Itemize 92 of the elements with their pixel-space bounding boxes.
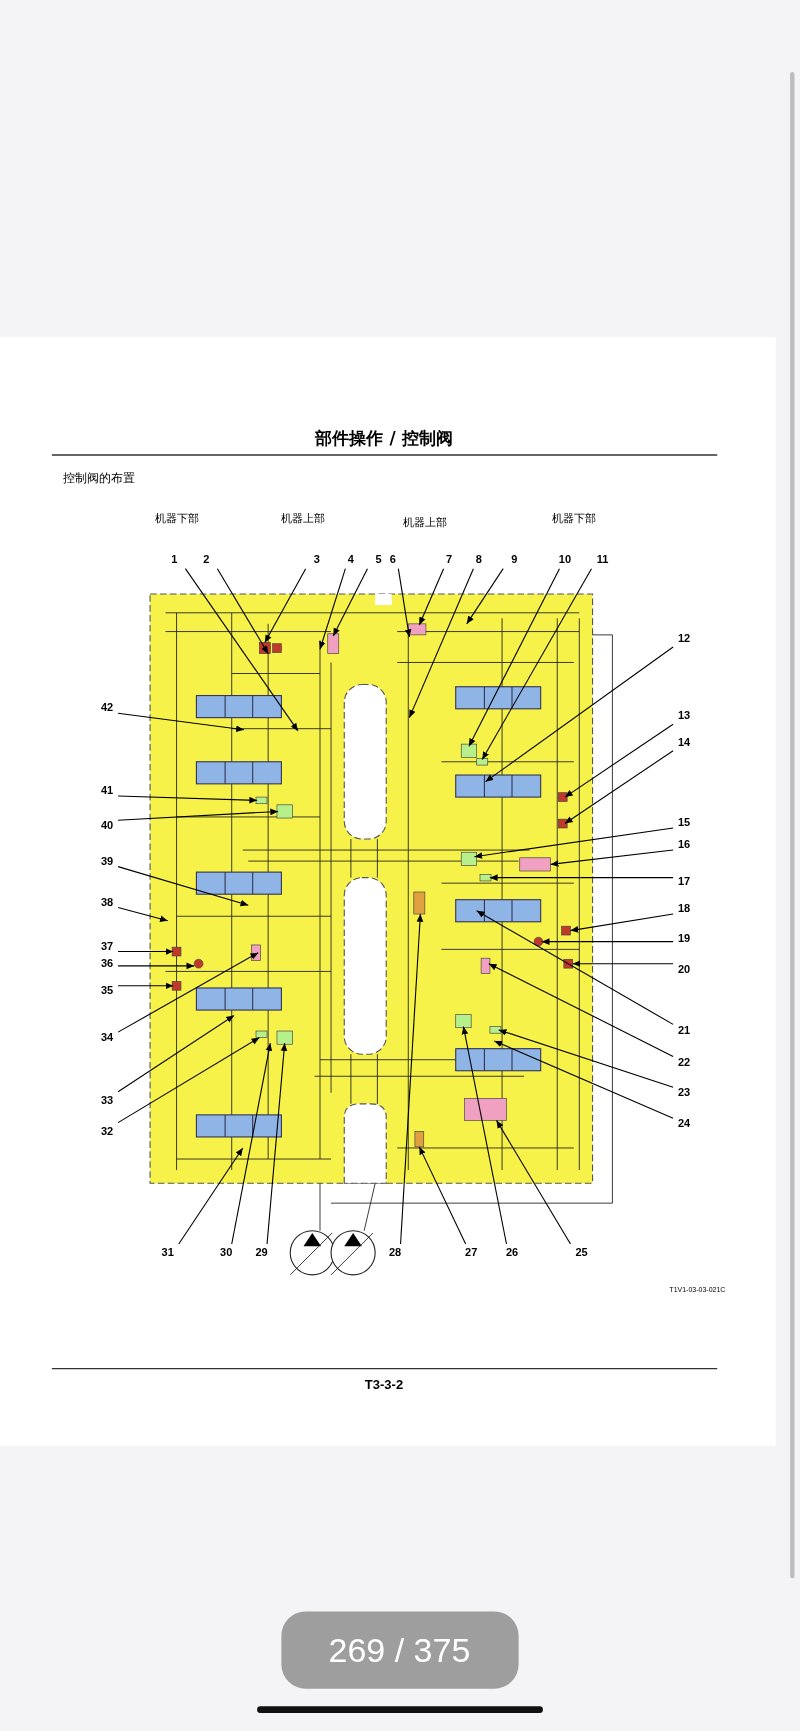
page-indicator: 269 / 375	[328, 1632, 471, 1667]
callout-number: 35	[100, 984, 114, 996]
callout-number: 16	[678, 838, 691, 850]
leader-line	[541, 938, 674, 945]
callout-number: 40	[100, 819, 114, 831]
callout-number: 4	[347, 553, 354, 565]
callout-number: 1	[171, 553, 178, 565]
callout-number: 14	[678, 736, 691, 747]
leader-line	[496, 1119, 572, 1245]
callout-number: 30	[220, 1246, 233, 1258]
callout-number: 21	[678, 1024, 691, 1035]
callout-number: 9	[511, 553, 518, 565]
callout-number: 26	[505, 1246, 519, 1258]
leader-line	[488, 963, 674, 1057]
callout-number: 31	[161, 1246, 174, 1258]
leader-line	[481, 568, 592, 761]
leader-line	[408, 568, 474, 719]
callout-number: 19	[678, 932, 691, 944]
callout-number: 37	[100, 940, 114, 952]
leader-line	[332, 568, 368, 637]
callout-number: 11	[596, 553, 609, 565]
callout-number: 38	[100, 896, 114, 907]
callout-number: 10	[558, 553, 572, 565]
callout-number: 24	[678, 1117, 691, 1129]
callout-number: 17	[678, 875, 691, 887]
leader-line	[117, 712, 245, 733]
leader-line	[418, 568, 445, 626]
leader-line	[264, 568, 307, 644]
callout-number: 28	[388, 1246, 402, 1258]
callout-number: 22	[678, 1056, 691, 1067]
leader-line	[117, 952, 259, 1033]
leader-line	[550, 849, 674, 867]
callout-number: 29	[255, 1246, 268, 1258]
leader-line	[117, 948, 174, 955]
leader-line	[400, 913, 424, 1245]
leader-line	[266, 1042, 288, 1245]
leader-line	[468, 568, 560, 747]
leader-line	[418, 1146, 467, 1245]
leader-line	[178, 1147, 244, 1245]
leader-line	[231, 1042, 273, 1245]
leader-line	[117, 866, 249, 907]
region-label: 机器下部	[154, 512, 199, 523]
page-heading: 部件操作 / 控制阀	[315, 429, 453, 447]
leader-line	[117, 1037, 260, 1124]
callout-number: 18	[678, 902, 691, 914]
leader-line	[572, 960, 674, 967]
region-label: 机器上部	[281, 512, 326, 523]
leader-line	[493, 1040, 674, 1119]
leader-line	[473, 827, 674, 859]
callout-number: 32	[100, 1125, 114, 1137]
callout-number: 42	[100, 701, 114, 713]
callout-number: 13	[678, 709, 691, 721]
leader-line	[569, 913, 674, 933]
callout-number: 25	[575, 1246, 588, 1258]
leader-line	[498, 1029, 674, 1088]
callout-number: 34	[100, 1031, 114, 1043]
leader-line	[484, 646, 674, 783]
callout-number: 41	[100, 784, 114, 796]
callout-number: 15	[678, 816, 691, 828]
leader-line	[216, 568, 269, 655]
leader-line	[489, 874, 674, 881]
leader-line	[564, 723, 674, 798]
leader-line	[461, 1026, 508, 1245]
callout-number: 6	[389, 553, 396, 565]
leader-line	[117, 808, 279, 821]
callout-number: 7	[446, 553, 453, 565]
leader-line	[117, 795, 258, 804]
leader-line	[184, 568, 299, 732]
region-label: 机器上部	[402, 516, 447, 528]
leader-line	[397, 568, 412, 638]
leader-line	[117, 962, 195, 970]
section-heading: 控制阀的布置	[63, 471, 136, 484]
callout-number: 12	[678, 632, 691, 644]
region-label: 机器下部	[551, 512, 596, 523]
callout-number: 36	[100, 957, 114, 969]
callout-number: 27	[465, 1246, 478, 1258]
callout-number: 39	[100, 855, 114, 867]
callout-number: 2	[203, 553, 210, 565]
callout-number: 8	[475, 553, 482, 565]
leader-line	[117, 1015, 235, 1093]
leader-line	[319, 568, 346, 650]
leader-line	[117, 906, 169, 922]
callout-number: 3	[313, 553, 320, 565]
callout-number: 23	[678, 1086, 691, 1098]
callout-number: 33	[100, 1094, 114, 1106]
page-number: T3-3-2	[364, 1377, 404, 1391]
leader-line	[117, 982, 174, 990]
leader-line	[564, 750, 674, 825]
leader-line	[466, 568, 504, 625]
callout-number: 5	[375, 553, 382, 565]
leader-line	[476, 910, 674, 1025]
callout-number: 20	[678, 963, 691, 975]
